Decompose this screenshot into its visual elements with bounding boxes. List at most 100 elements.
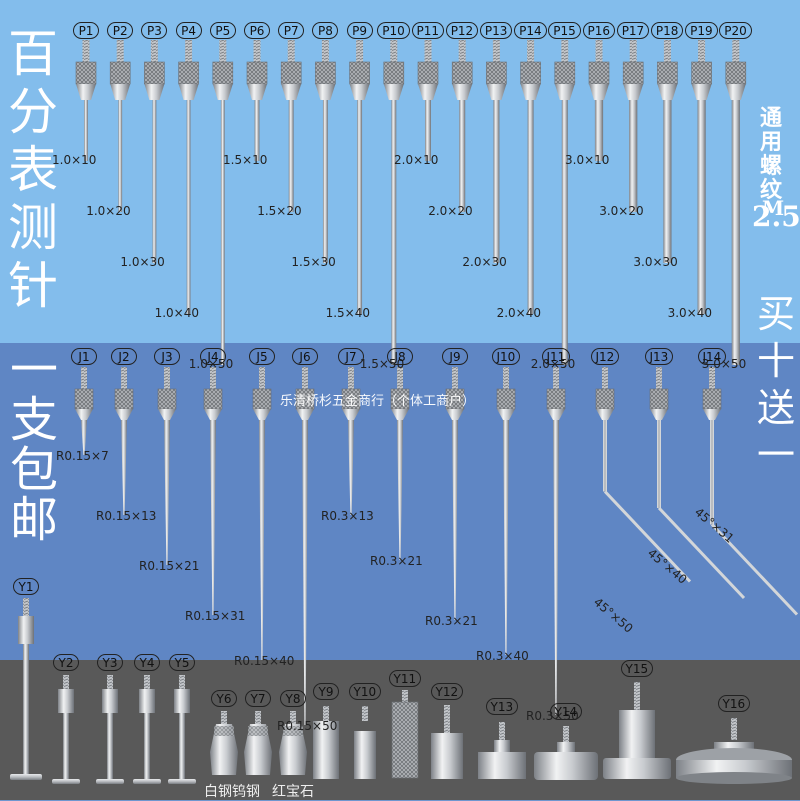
- p-probe: [212, 40, 234, 365]
- j-probe: [702, 367, 799, 616]
- p-probe: [280, 40, 302, 212]
- y-probe-id: Y14: [549, 703, 583, 720]
- p-probe: [691, 40, 712, 314]
- p-probe-id: P20: [719, 22, 752, 39]
- y-probe: [210, 711, 238, 775]
- y-probe: [354, 706, 376, 779]
- right-title-char: 用: [760, 129, 783, 155]
- j-probe: [341, 367, 361, 515]
- y-probe-id: Y7: [245, 690, 271, 707]
- j-probe-id: J14: [697, 348, 727, 365]
- p-probe: [109, 40, 131, 212]
- right-title-char: 纹: [760, 177, 783, 203]
- p-probe-id: P19: [685, 22, 718, 39]
- y-probe-id: Y5: [169, 654, 195, 671]
- p-probe-id: P7: [278, 22, 305, 39]
- p-probe-spec: 2.0×30: [462, 255, 507, 269]
- right-title-char: 通: [760, 105, 783, 131]
- j-probe-id: J9: [442, 348, 468, 365]
- p-probe: [178, 40, 199, 314]
- j-probe-id: J5: [249, 348, 275, 365]
- free-shipping-char: 邮: [10, 492, 59, 548]
- j-probe-spec: R0.15×40: [234, 654, 295, 668]
- y-probe: [10, 598, 42, 780]
- left-title-char: 针: [8, 257, 58, 315]
- promo-char: 送: [757, 386, 796, 430]
- y-probe: [313, 706, 339, 779]
- y-probe-id: Y2: [53, 654, 79, 671]
- j-probe-id: J3: [154, 348, 180, 365]
- p-probe-id: P9: [346, 22, 373, 39]
- j-probe: [595, 367, 692, 583]
- j-probe: [496, 367, 516, 655]
- p-probe: [725, 40, 747, 365]
- p-probe: [451, 40, 473, 212]
- p-probe-id: P15: [548, 22, 581, 39]
- p-probe-spec: 3.0×50: [701, 357, 747, 371]
- y-probe-id: Y9: [313, 683, 339, 700]
- p-probe: [144, 40, 165, 263]
- j-probe-spec: R0.3×13: [321, 509, 374, 523]
- j-probe-row: [74, 367, 799, 725]
- right-title-char: M: [762, 196, 785, 220]
- p-probe: [417, 40, 439, 161]
- y-probe: [603, 682, 671, 779]
- j-probe-id: J4: [200, 348, 226, 365]
- y-probe: [534, 726, 598, 780]
- y-probe: [52, 675, 80, 784]
- p-probe-id: P1: [73, 22, 99, 39]
- p-probe: [349, 40, 370, 314]
- j-probe: [390, 367, 410, 560]
- y-probe-id: Y10: [348, 683, 382, 700]
- y-probe: [279, 711, 307, 775]
- thread-size-label: 2.5: [752, 200, 800, 233]
- p-probe-spec: 1.5×10: [223, 153, 268, 167]
- p-probe: [622, 40, 644, 212]
- y-probe: [478, 722, 526, 779]
- j-probe-id: J7: [338, 348, 364, 365]
- j-probe-id: J2: [111, 348, 137, 365]
- promo-char: 十: [757, 339, 796, 383]
- y-probe-id: Y13: [485, 698, 519, 715]
- j-probe-spec: R0.3×21: [370, 554, 423, 568]
- p-probe: [75, 40, 97, 161]
- j-probe: [252, 367, 272, 660]
- p-probe: [486, 40, 507, 263]
- j-probe: [74, 367, 94, 455]
- promo-char: 买: [757, 292, 796, 336]
- y-probe-id: Y16: [717, 695, 751, 712]
- p-probe-spec: 3.0×40: [667, 306, 713, 320]
- p-probe-row: [75, 40, 747, 365]
- j-probe-spec: R0.15×50: [277, 719, 338, 733]
- p-probe-spec: 1.5×30: [291, 255, 336, 269]
- left-title-char: 表: [8, 141, 58, 199]
- p-probe-spec: 2.0×10: [394, 153, 439, 167]
- y-probe: [168, 675, 196, 784]
- p-probe-id: P12: [445, 22, 479, 39]
- p-probe-spec: 3.0×20: [599, 204, 644, 218]
- j-probe: [445, 367, 465, 620]
- y-probe-id: Y11: [388, 670, 422, 687]
- j-probe: [546, 367, 566, 715]
- shop-watermark: 乐清桥杉五金商行（个体工商户）: [280, 394, 476, 409]
- p-probe-spec: 1.5×20: [257, 204, 302, 218]
- y-probe: [676, 718, 792, 784]
- p-probe-spec: 1.0×40: [154, 306, 200, 320]
- p-probe: [554, 40, 576, 365]
- p-probe-spec: 2.0×40: [496, 306, 542, 320]
- p-probe-id: P4: [175, 22, 202, 39]
- j-probe-spec: R0.3×21: [425, 614, 478, 628]
- j-probe-spec: R0.3×40: [476, 649, 529, 663]
- j-probe-id: J10: [491, 348, 521, 365]
- j-probe-spec: R0.15×31: [185, 609, 246, 623]
- p-probe-spec: 1.0×30: [120, 255, 165, 269]
- j-probe-spec: R0.15×13: [96, 509, 157, 523]
- p-probe-id: P11: [411, 22, 445, 39]
- y-probe-id: Y8: [280, 690, 306, 707]
- p-probe: [383, 40, 405, 365]
- material-label-tungsten: 钨钢: [232, 784, 260, 800]
- y-probe-id: Y12: [430, 683, 464, 700]
- j-probe-id: J8: [387, 348, 413, 365]
- material-label-steel: 白钢: [204, 784, 232, 800]
